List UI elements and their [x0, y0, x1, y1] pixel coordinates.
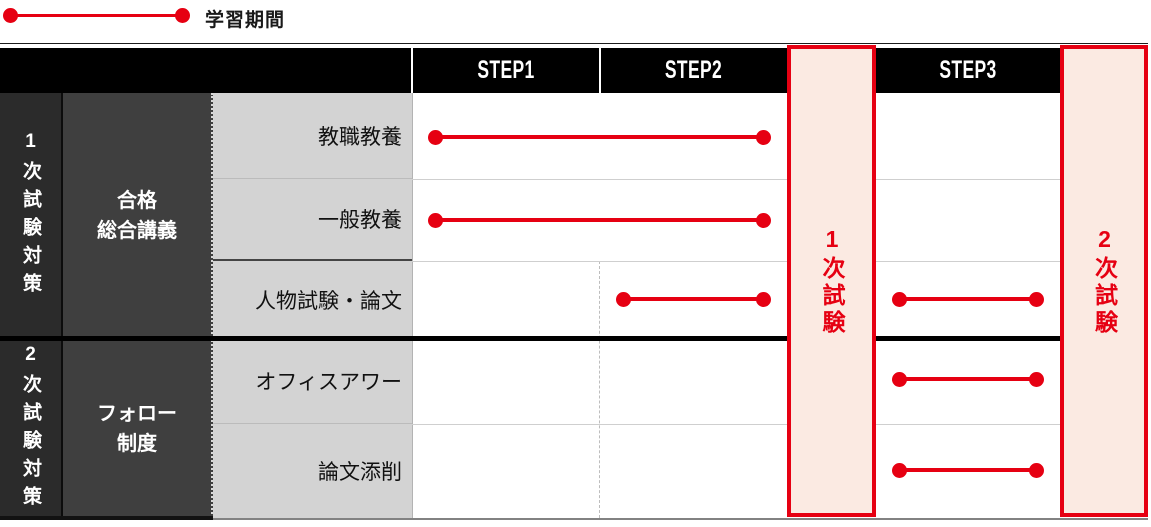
row-label-interview-essay: 人物試験・論文: [213, 261, 412, 339]
row-label-teaching-culture: 教職教養: [213, 93, 412, 179]
table-top-border: [0, 43, 1148, 44]
grid-hline: [412, 179, 1148, 180]
grid-hline: [412, 424, 1148, 425]
legend-period-line-icon: [3, 8, 190, 23]
header-step3: STEP3: [939, 56, 997, 84]
period-line: [428, 129, 771, 145]
period-line: [892, 371, 1044, 387]
legend-label: 学習期間: [205, 10, 286, 31]
category-column: 合格 総合講義 フォロー 制度: [63, 93, 213, 518]
row-label-general-culture: 一般教養: [213, 179, 412, 261]
grid-hline: [412, 261, 1148, 262]
period-line: [892, 462, 1044, 478]
section-divider: [0, 336, 1148, 341]
group-1st-exam-prep: 1次試験対策: [20, 131, 41, 301]
header-step1: STEP1: [477, 56, 535, 84]
table-bottom-border: [0, 518, 1148, 520]
period-line: [428, 212, 771, 228]
row-label-essay-correction: 論文添削: [213, 424, 412, 518]
exam-column-2nd-label: 2次試験: [1091, 225, 1118, 337]
period-line: [892, 291, 1044, 307]
header-separator: [599, 48, 601, 93]
grid-vline-dashed: [599, 261, 600, 518]
header-step2: STEP2: [664, 56, 723, 84]
grid-vline: [412, 93, 413, 518]
category-follow-system: フォロー 制度: [97, 402, 177, 455]
group-column: 1次試験対策 2次試験対策: [0, 93, 63, 518]
period-line: [616, 291, 771, 307]
category-pass-lectures: 合格 総合講義: [97, 190, 177, 242]
table-bottom-border-dark: [0, 516, 213, 520]
header-separator: [411, 48, 413, 93]
exam-column-1st: 1次試験: [787, 45, 876, 517]
group-2nd-exam-prep: 2次試験対策: [20, 343, 41, 514]
exam-column-2nd: 2次試験: [1060, 45, 1148, 517]
row-label-office-hour: オフィスアワー: [213, 339, 412, 424]
exam-column-1st-label: 1次試験: [819, 225, 845, 337]
table-header-bar: [0, 48, 1148, 93]
